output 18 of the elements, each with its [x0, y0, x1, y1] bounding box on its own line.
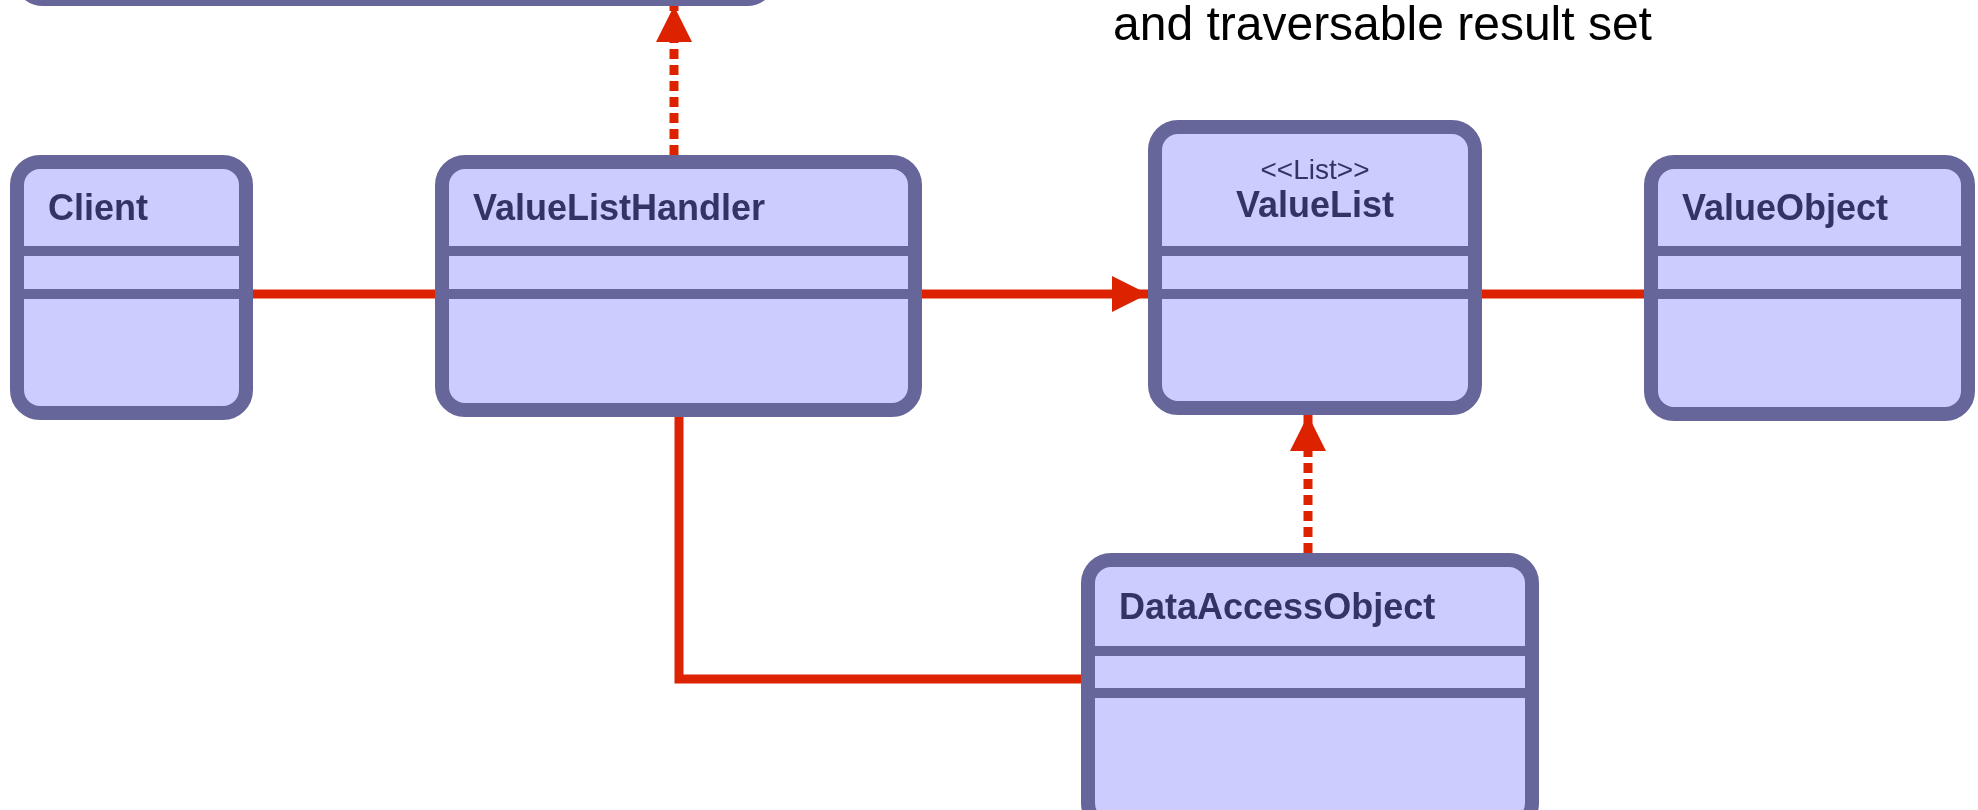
dashed-arrow — [656, 6, 692, 155]
class-name: ValueListHandler — [473, 187, 767, 228]
class-name: ValueList — [1234, 185, 1396, 225]
class-box — [1644, 155, 1975, 421]
class-box — [435, 155, 922, 417]
connector-line — [253, 289, 435, 299]
dashed-arrow — [1290, 415, 1326, 553]
arrow — [922, 276, 1148, 312]
class-box — [1081, 553, 1539, 810]
connector-line — [1482, 289, 1644, 299]
connector-line — [674, 417, 1081, 684]
stereotype-label: <<List>> — [1259, 155, 1371, 185]
class-box — [10, 155, 253, 420]
note-text: and traversable result set — [1113, 0, 1652, 51]
class-name: Client — [48, 187, 149, 228]
class-name: ValueObject — [1682, 187, 1890, 228]
class-name: DataAccessObject — [1119, 586, 1437, 627]
class-box — [1148, 120, 1482, 415]
